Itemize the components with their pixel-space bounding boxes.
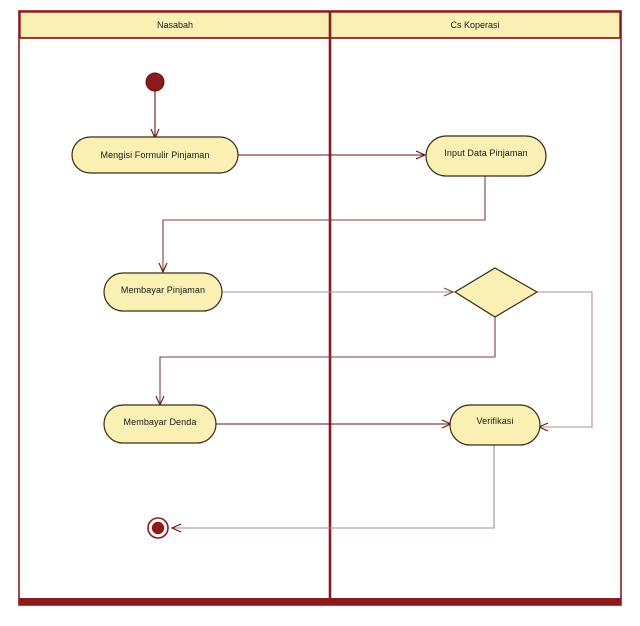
final-node-core xyxy=(151,521,165,535)
action-shape[interactable] xyxy=(103,272,223,312)
node-initial[interactable] xyxy=(145,72,165,92)
action-shape[interactable] xyxy=(425,135,547,177)
action-shape[interactable] xyxy=(449,404,541,446)
lane-header-band xyxy=(19,11,621,39)
decision-diamond[interactable] xyxy=(453,267,539,318)
action-shape[interactable] xyxy=(71,136,239,174)
node-action-membayar-pinjaman[interactable] xyxy=(103,272,223,312)
node-final[interactable] xyxy=(147,517,169,539)
edge-decision-to-verifikasi xyxy=(537,291,593,432)
node-decision[interactable] xyxy=(453,267,539,318)
action-shape[interactable] xyxy=(103,404,217,444)
swimlane-frame xyxy=(18,10,622,606)
initial-node-circle[interactable] xyxy=(145,72,165,92)
node-action-mengisi-formulir-pinjaman[interactable] xyxy=(71,136,239,174)
connector-layer xyxy=(150,91,593,533)
frame-bottom-bar xyxy=(19,598,621,605)
node-action-verifikasi[interactable] xyxy=(449,404,541,446)
edge-input-data-to-membayar-pinjaman xyxy=(158,176,486,274)
node-action-input-data-pinjaman[interactable] xyxy=(425,135,547,177)
edge-decision-to-membayar-denda xyxy=(155,317,496,407)
edge-verifikasi-to-end xyxy=(170,445,495,533)
frame-outline xyxy=(18,10,622,606)
node-action-membayar-denda[interactable] xyxy=(103,404,217,444)
